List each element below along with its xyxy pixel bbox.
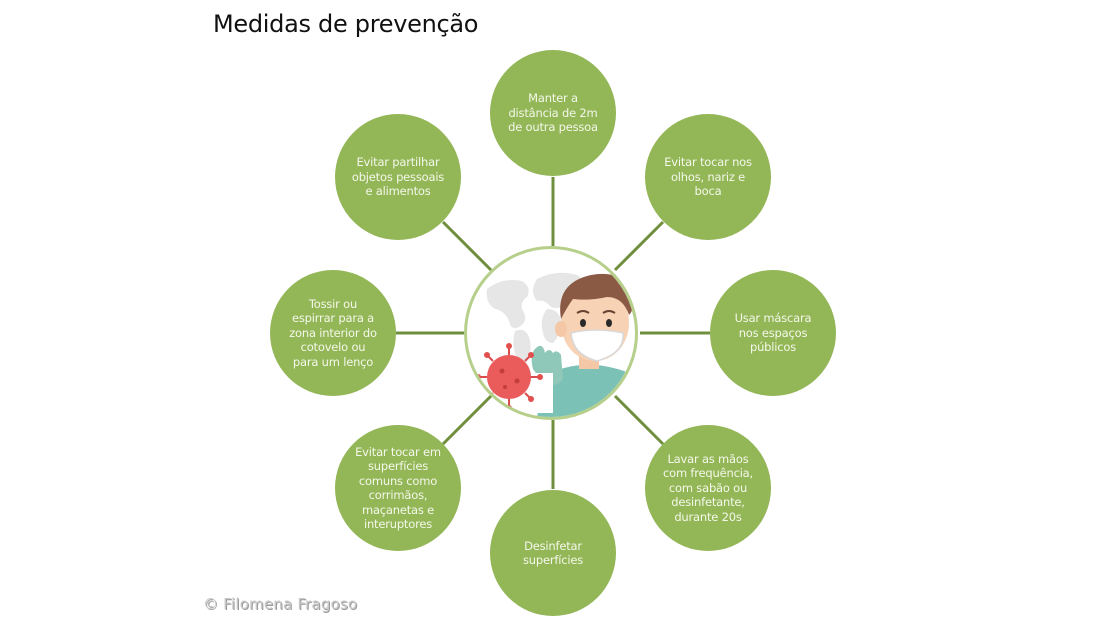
prevention-node-sharing: Evitar partilhar objetos pessoais e alim… [335, 114, 461, 240]
central-illustration [464, 246, 638, 420]
prevention-node-distance: Manter a distância de 2m de outra pessoa [490, 50, 616, 176]
virus-icon [475, 343, 543, 411]
prevention-node-face-touch: Evitar tocar nos olhos, nariz e boca [645, 114, 771, 240]
world-map-icon [486, 272, 585, 365]
connector-bottom-right [613, 394, 665, 446]
prevention-node-mask: Usar máscara nos espaços públicos [710, 270, 836, 396]
node-label: Tossir ou espirrar para a zona interior … [289, 296, 377, 369]
connector-top-left [441, 220, 493, 272]
prevention-node-cough: Tossir ou espirrar para a zona interior … [270, 270, 396, 396]
connector-top-right [613, 220, 665, 272]
node-label: Evitar tocar nos olhos, nariz e boca [664, 155, 752, 199]
node-label: Evitar partilhar objetos pessoais e alim… [351, 155, 445, 199]
person-with-mask-icon [475, 272, 635, 417]
node-label: Desinfetar superfícies [522, 538, 583, 568]
node-label: Lavar as mãos com frequência, com sabão … [663, 451, 753, 524]
node-label: Usar máscara nos espaços públicos [734, 311, 812, 355]
prevention-node-surfaces: Evitar tocar em superfícies comuns como … [335, 425, 461, 551]
prevention-node-disinfect: Desinfetar superfícies [490, 490, 616, 616]
prevention-node-hand-washing: Lavar as mãos com frequência, com sabão … [645, 425, 771, 551]
connector-bottom-left [441, 394, 493, 446]
copyright-credit: © Filomena Fragoso [203, 595, 358, 613]
page-title: Medidas de prevenção [213, 10, 479, 38]
node-label: Manter a distância de 2m de outra pessoa [508, 91, 598, 135]
node-label: Evitar tocar em superfícies comuns como … [355, 444, 441, 532]
